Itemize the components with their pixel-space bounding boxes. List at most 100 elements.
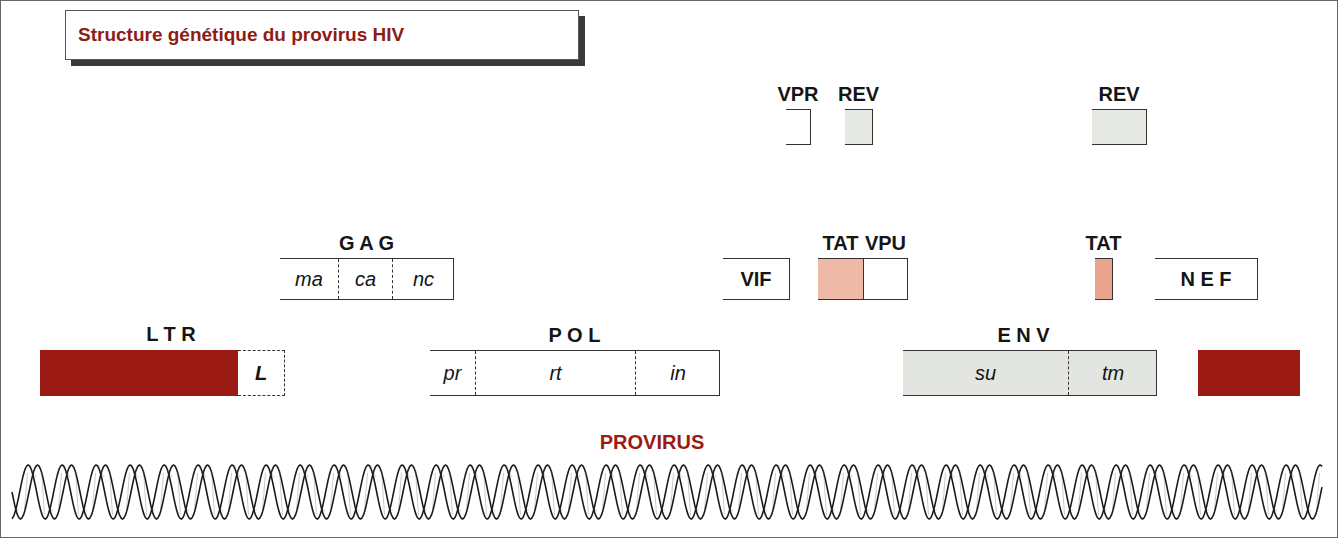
dna-rung xyxy=(297,473,300,510)
dna-rung xyxy=(722,470,725,515)
dna-rung xyxy=(484,470,487,515)
gene-label: VIF xyxy=(740,269,771,289)
dna-rung xyxy=(875,473,878,510)
dna-rung xyxy=(450,470,453,515)
dna-rung xyxy=(84,508,87,511)
dna-rung xyxy=(467,473,470,510)
ltr-box: L T R xyxy=(40,350,238,396)
dna-rung xyxy=(305,472,308,477)
dna-rung xyxy=(1257,472,1260,477)
dna-rung xyxy=(781,472,784,477)
dna-rung xyxy=(433,473,436,510)
dna-rung xyxy=(705,473,708,510)
dna-strand xyxy=(12,465,1322,519)
dna-rung xyxy=(1206,508,1209,511)
protein-segment: ca xyxy=(338,259,392,299)
dna-rung xyxy=(611,472,614,477)
dna-rung xyxy=(331,473,334,510)
dna-rung xyxy=(246,470,249,515)
gene-box: E N Vsutm xyxy=(903,350,1157,396)
gene-box: G A Gmacanc xyxy=(280,258,454,300)
dna-rung xyxy=(1087,472,1090,477)
gene-box: VPU xyxy=(864,258,908,300)
gene-box: P O Lprrtin xyxy=(430,350,720,396)
protein-name: su xyxy=(975,363,996,383)
dna-rung xyxy=(110,470,113,515)
dna-rung xyxy=(858,470,861,515)
dna-rung xyxy=(178,470,181,515)
dna-rung xyxy=(1274,508,1277,511)
dna-rung xyxy=(1181,473,1184,510)
gene-box: REV xyxy=(845,109,873,145)
dna-rung xyxy=(900,508,903,511)
dna-rung xyxy=(892,470,895,515)
dna-rung xyxy=(135,472,138,477)
ltr-bar xyxy=(1198,350,1300,396)
dna-rung xyxy=(1053,472,1056,477)
protein-segment: ma xyxy=(280,259,338,299)
title-box: Structure génétique du provirus HIV xyxy=(65,10,579,60)
dna-rung xyxy=(909,473,912,510)
dna-rung xyxy=(152,508,155,511)
dna-rung xyxy=(1240,508,1243,511)
gene-name: TAT xyxy=(1086,233,1122,253)
dna-rung xyxy=(356,508,359,511)
dna-rung xyxy=(1291,472,1294,477)
dna-rung xyxy=(832,508,835,511)
dna-rung xyxy=(1079,473,1082,510)
dna-rung xyxy=(229,473,232,510)
dna-rung xyxy=(543,472,546,477)
dna-rung xyxy=(212,470,215,515)
dna-rung xyxy=(339,472,342,477)
dna-rung xyxy=(42,470,45,515)
leader-box: L xyxy=(238,350,285,396)
protein-name: ma xyxy=(295,269,323,289)
dna-rung xyxy=(824,470,827,515)
dna-rung xyxy=(118,508,121,511)
dna-rung xyxy=(1130,470,1133,515)
gene-box: VPR xyxy=(786,109,811,145)
dna-rung xyxy=(263,473,266,510)
dna-rung xyxy=(1308,508,1311,511)
dna-rung xyxy=(518,470,521,515)
dna-rung xyxy=(883,472,886,477)
dna-rung xyxy=(951,472,954,477)
dna-rung xyxy=(594,508,597,511)
dna-rung xyxy=(1266,470,1269,515)
dna-rung xyxy=(620,470,623,515)
dna-rung xyxy=(1172,508,1175,511)
dna-rung xyxy=(1317,473,1320,510)
dna-rung xyxy=(552,470,555,515)
dna-rung xyxy=(764,508,767,511)
dna-rung xyxy=(1223,472,1226,477)
dna-rung xyxy=(16,508,19,511)
dna-rung xyxy=(807,473,810,510)
dna-rung xyxy=(960,470,963,515)
dna-rung xyxy=(645,472,648,477)
dna-rung xyxy=(458,508,461,511)
dna-rung xyxy=(288,508,291,511)
protein-segment: tm xyxy=(1068,351,1157,395)
protein-segment: nc xyxy=(392,259,454,299)
dna-rung xyxy=(93,473,96,510)
dna-rung xyxy=(662,508,665,511)
dna-rung xyxy=(220,508,223,511)
dna-rung xyxy=(577,472,580,477)
dna-rung xyxy=(1113,473,1116,510)
dna-rung xyxy=(747,472,750,477)
dna-rung xyxy=(586,470,589,515)
gene-name: REV xyxy=(838,84,879,104)
gene-name: VPU xyxy=(865,233,906,253)
dna-rung xyxy=(501,473,504,510)
dna-rung xyxy=(730,508,733,511)
dna-rung xyxy=(739,473,742,510)
dna-rung xyxy=(756,470,759,515)
dna-rung xyxy=(365,473,368,510)
gene-label: N E F xyxy=(1180,269,1231,289)
dna-rung xyxy=(1104,508,1107,511)
dna-rung xyxy=(917,472,920,477)
protein-segment: pr xyxy=(430,351,475,395)
dna-rung xyxy=(815,472,818,477)
protein-segment: in xyxy=(635,351,720,395)
